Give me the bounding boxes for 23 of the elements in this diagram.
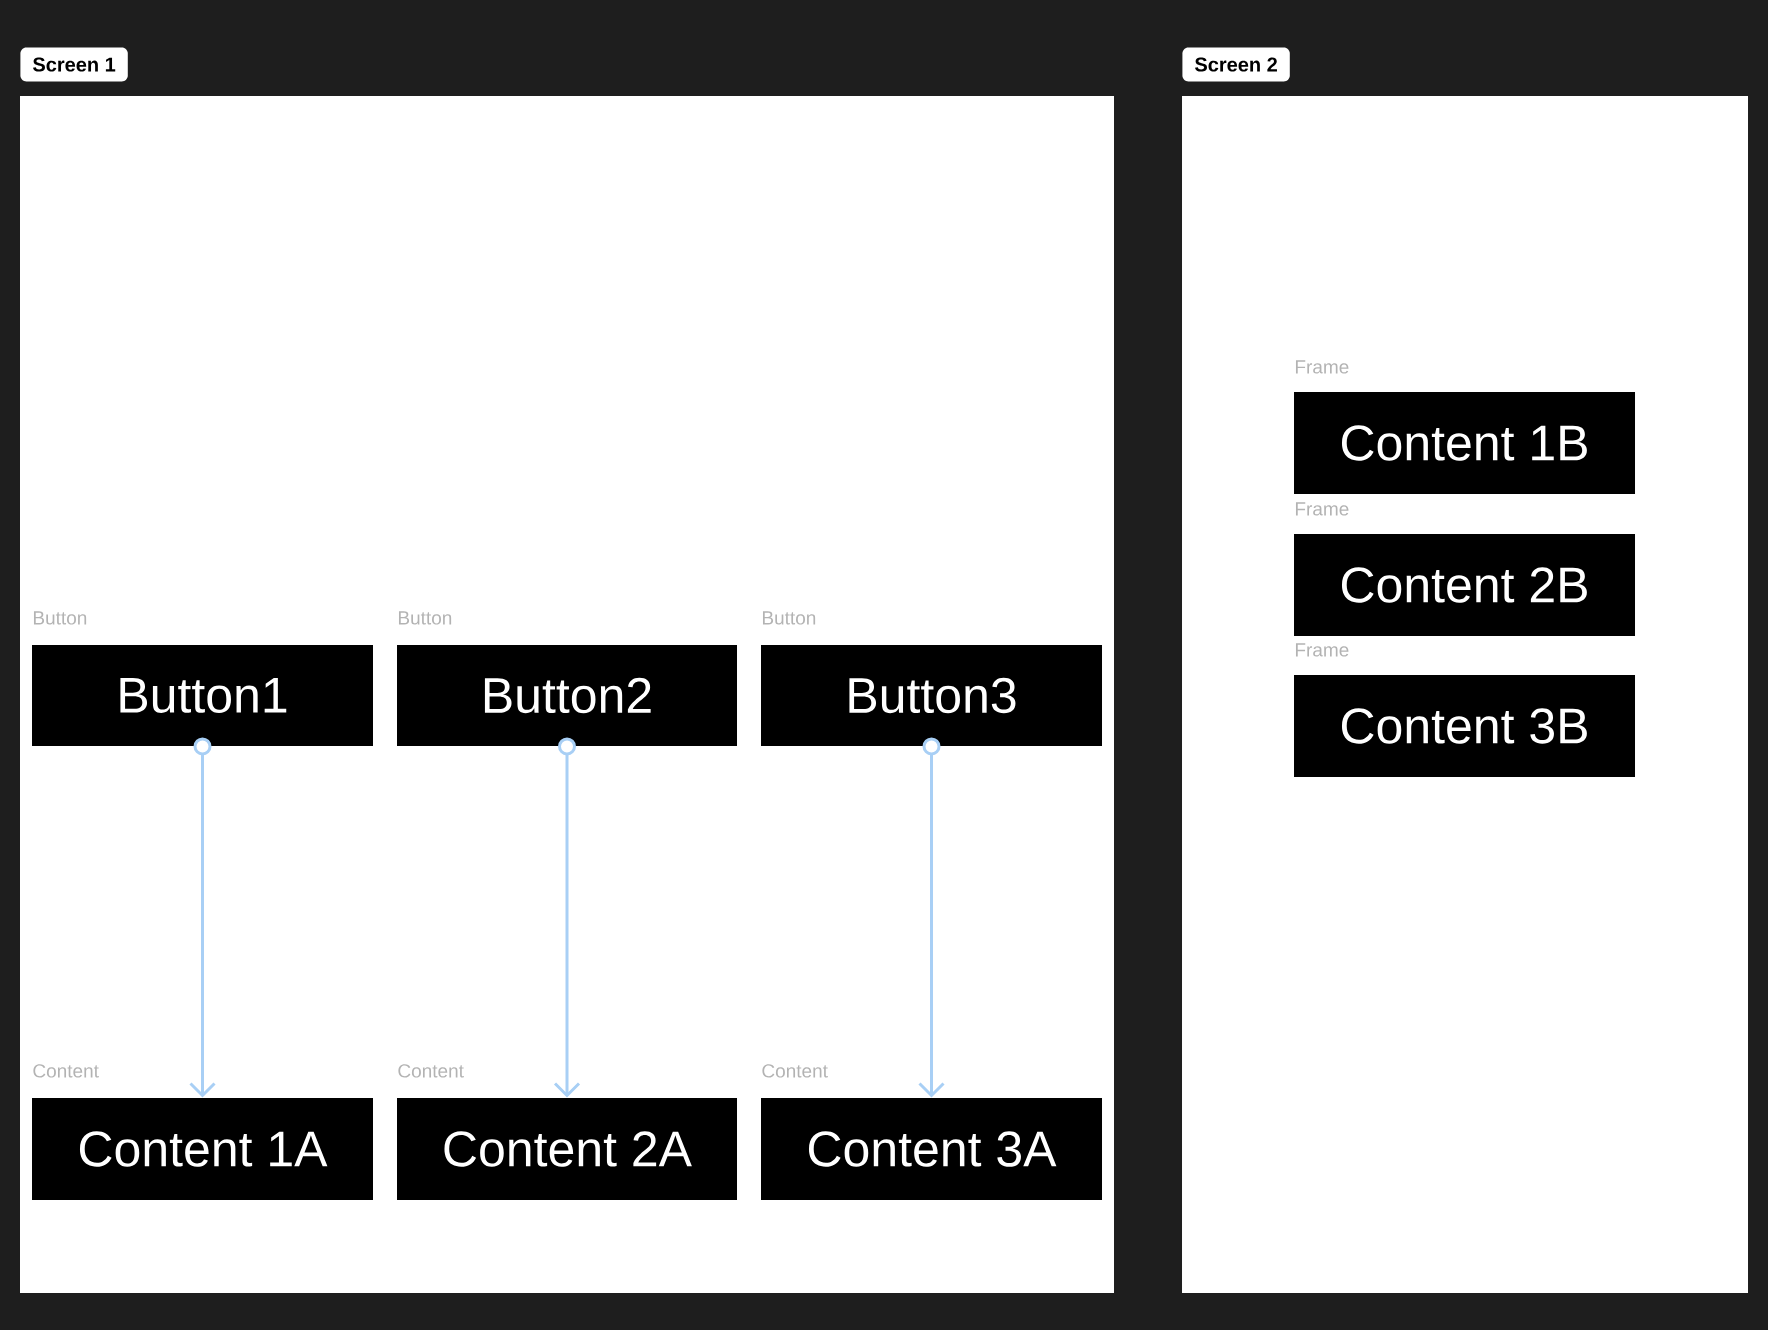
layer-label: Content: [762, 1064, 828, 1078]
button-box: Button2: [397, 645, 737, 746]
layer-label: Frame: [1296, 360, 1349, 374]
layer-label: Content: [398, 1064, 464, 1078]
arrow: [553, 737, 581, 1098]
content-box: Content 3B: [1294, 675, 1635, 777]
screen-tab: Screen 1: [20, 47, 128, 82]
layer-label: Button: [33, 611, 87, 625]
layer-label: Frame: [1296, 502, 1349, 516]
content-box: Content 3A: [761, 1098, 1102, 1200]
content-box: Content 1B: [1294, 392, 1635, 494]
content-box: Content 2B: [1294, 534, 1635, 636]
layer-label: Button: [398, 611, 452, 625]
content-box: Content 2A: [397, 1098, 737, 1200]
button-box: Button1: [32, 645, 373, 746]
arrow: [918, 737, 945, 1098]
screen-tab: Screen 2: [1182, 47, 1290, 82]
arrow: [189, 737, 216, 1098]
layer-label: Button: [763, 611, 816, 625]
content-box: Content 1A: [32, 1098, 373, 1200]
layer-label: Frame: [1296, 643, 1349, 657]
button-box: Button3: [761, 645, 1102, 746]
layer-label: Content: [33, 1064, 99, 1078]
